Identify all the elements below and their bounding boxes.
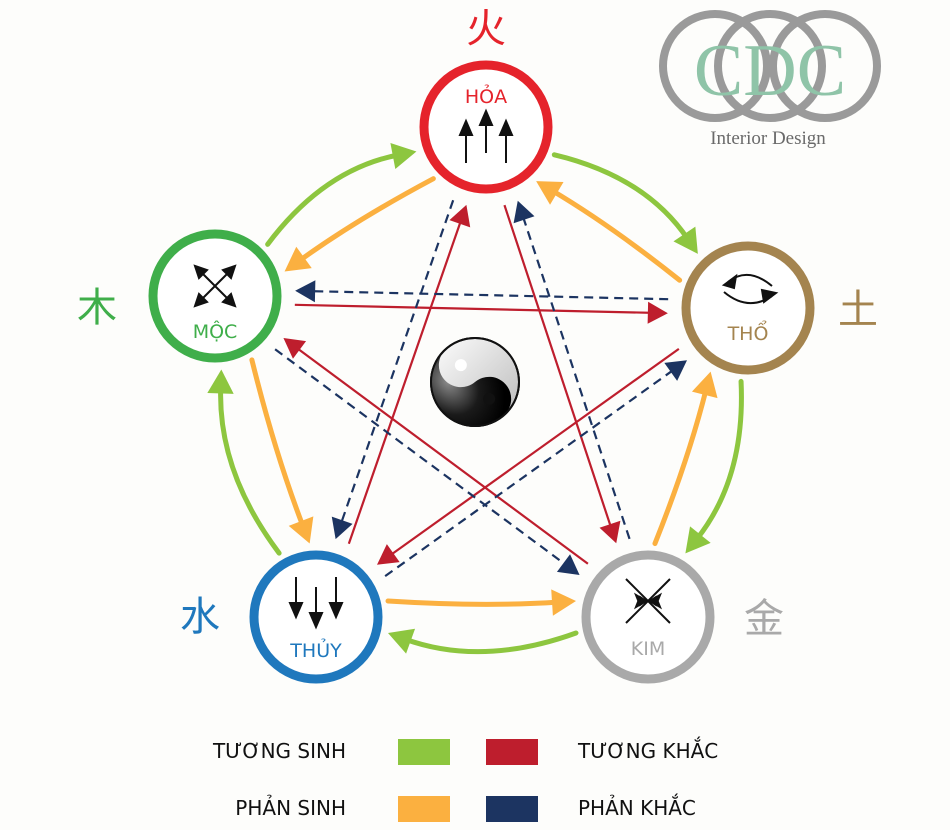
phan-khac-arrow-thuy-tho <box>384 367 677 578</box>
converging-arrows-icon <box>625 578 671 624</box>
tuong-sinh-arrow-moc-hoa <box>265 152 402 247</box>
yin-yang-icon <box>430 337 520 427</box>
legend: TƯƠNG SINH TƯƠNG KHẮC PHẢN SINH PHẢN KHẮ… <box>212 737 718 822</box>
legend-item-tuong-khac: TƯƠNG KHẮC <box>486 737 718 765</box>
node-moc: MỘC 木 <box>77 229 282 363</box>
tuong-khac-arrow-tho-thuy <box>387 347 680 558</box>
logo-initials: CDC <box>694 30 846 112</box>
hanzi-thuy: 水 <box>180 594 220 640</box>
phan-sinh-arrow-moc-thuy <box>249 357 306 530</box>
phan-sinh-arrow-tho-hoa-head <box>536 181 564 205</box>
hanzi-moc: 木 <box>77 285 117 331</box>
phan-sinh-arrow-thuy-kim <box>385 598 561 607</box>
node-ring <box>148 229 282 363</box>
sinh-relations <box>207 143 744 655</box>
phan-sinh-arrow-thuy-kim-head <box>551 589 576 616</box>
legend-swatch <box>486 739 538 765</box>
node-label: THỔ <box>727 319 769 345</box>
phan-sinh-arrow-moc-thuy-head <box>288 516 314 544</box>
tuong-sinh-arrow-tho-kim-head <box>685 526 711 554</box>
tuong-sinh-arrow-kim-thuy-head <box>388 628 416 654</box>
legend-item-phan-sinh: PHẢN SINH <box>235 795 450 822</box>
legend-label: TƯƠNG SINH <box>212 739 346 763</box>
tuong-khac-arrow-tho-thuy-head <box>376 544 400 565</box>
phan-khac-arrow-kim-hoa <box>521 213 631 540</box>
node-label: MỘC <box>193 319 238 343</box>
legend-item-phan-khac: PHẢN KHẮC <box>486 794 696 822</box>
phan-khac-arrow-moc-kim-head <box>556 554 580 575</box>
legend-item-tuong-sinh: TƯƠNG SINH <box>212 739 450 765</box>
node-label: HỎA <box>465 83 507 108</box>
logo-ring-right <box>769 10 881 122</box>
node-label: THỦY <box>289 637 342 662</box>
tuong-sinh-arrow-thuy-moc-head <box>207 369 234 394</box>
tuong-sinh-arrow-moc-hoa-head <box>390 143 417 169</box>
tuong-khac-arrow-thuy-hoa-head <box>449 204 471 228</box>
node-ring <box>681 241 815 375</box>
legend-swatch <box>398 739 450 765</box>
legend-label: PHẢN KHẮC <box>578 794 696 820</box>
legend-label: PHẢN SINH <box>235 795 346 820</box>
tuong-sinh-arrow-kim-thuy <box>402 630 579 655</box>
tuong-sinh-arrow-tho-kim <box>694 378 744 542</box>
legend-swatch <box>486 796 538 822</box>
tuong-sinh-arrow-thuy-moc <box>218 384 282 556</box>
phan-khac-arrow-hoa-thuy-head <box>331 516 353 540</box>
node-tho: THỔ 土 <box>681 241 878 375</box>
expand-arrows-icon <box>193 264 237 308</box>
tuong-sinh-arrow-hoa-tho-head <box>673 226 698 254</box>
phan-khac-arrow-hoa-thuy <box>339 199 455 527</box>
phan-sinh-arrow-hoa-moc-head <box>284 246 312 272</box>
rotate-arrows-icon <box>721 273 779 304</box>
logo-ring-left <box>659 10 771 122</box>
phan-khac-arrow-tho-moc <box>309 290 669 301</box>
phan-sinh-arrow-kim-tho-head <box>691 371 718 399</box>
cdc-logo: CDC Interior Design <box>659 10 881 149</box>
legend-swatch <box>398 796 450 822</box>
tuong-khac-arrow-kim-moc-head <box>283 338 307 359</box>
node-label: KIM <box>631 638 665 660</box>
phan-sinh-arrow-hoa-moc <box>296 176 436 264</box>
tuong-khac-arrow-moc-tho-head <box>647 301 668 324</box>
hanzi-kim: 金 <box>744 596 784 642</box>
node-hoa: HỎA 火 <box>419 6 553 194</box>
phan-khac-arrow-moc-kim <box>274 348 569 568</box>
node-ring <box>581 550 715 684</box>
phan-khac-arrow-tho-moc-head <box>295 280 316 303</box>
tuong-khac-arrow-hoa-kim-head <box>599 520 621 544</box>
three-up-arrows-icon <box>458 108 514 163</box>
phan-sinh-arrow-kim-tho <box>652 386 709 547</box>
logo-tagline: Interior Design <box>710 128 826 149</box>
logo-ring-middle <box>714 10 826 122</box>
tuong-khac-arrow-hoa-kim <box>503 204 613 531</box>
legend-label: TƯƠNG KHẮC <box>577 737 718 763</box>
tuong-khac-arrow-moc-tho <box>294 303 654 314</box>
hanzi-hoa: 火 <box>466 6 506 52</box>
logo-rings <box>659 10 881 122</box>
phan-khac-arrow-thuy-tho-head <box>664 360 688 381</box>
phan-sinh-arrow-tho-hoa <box>549 187 683 283</box>
phan-khac-arrow-kim-hoa-head <box>513 200 535 224</box>
khac-relations <box>274 199 688 578</box>
node-kim: KIM 金 <box>581 550 784 684</box>
tuong-khac-arrow-kim-moc <box>294 345 589 565</box>
node-thuy: THỦY 水 <box>180 550 383 684</box>
hanzi-tho: 土 <box>838 287 878 333</box>
tuong-sinh-arrow-hoa-tho <box>551 152 691 242</box>
tuong-khac-arrow-thuy-hoa <box>347 217 463 545</box>
three-down-arrows-icon <box>288 577 344 630</box>
